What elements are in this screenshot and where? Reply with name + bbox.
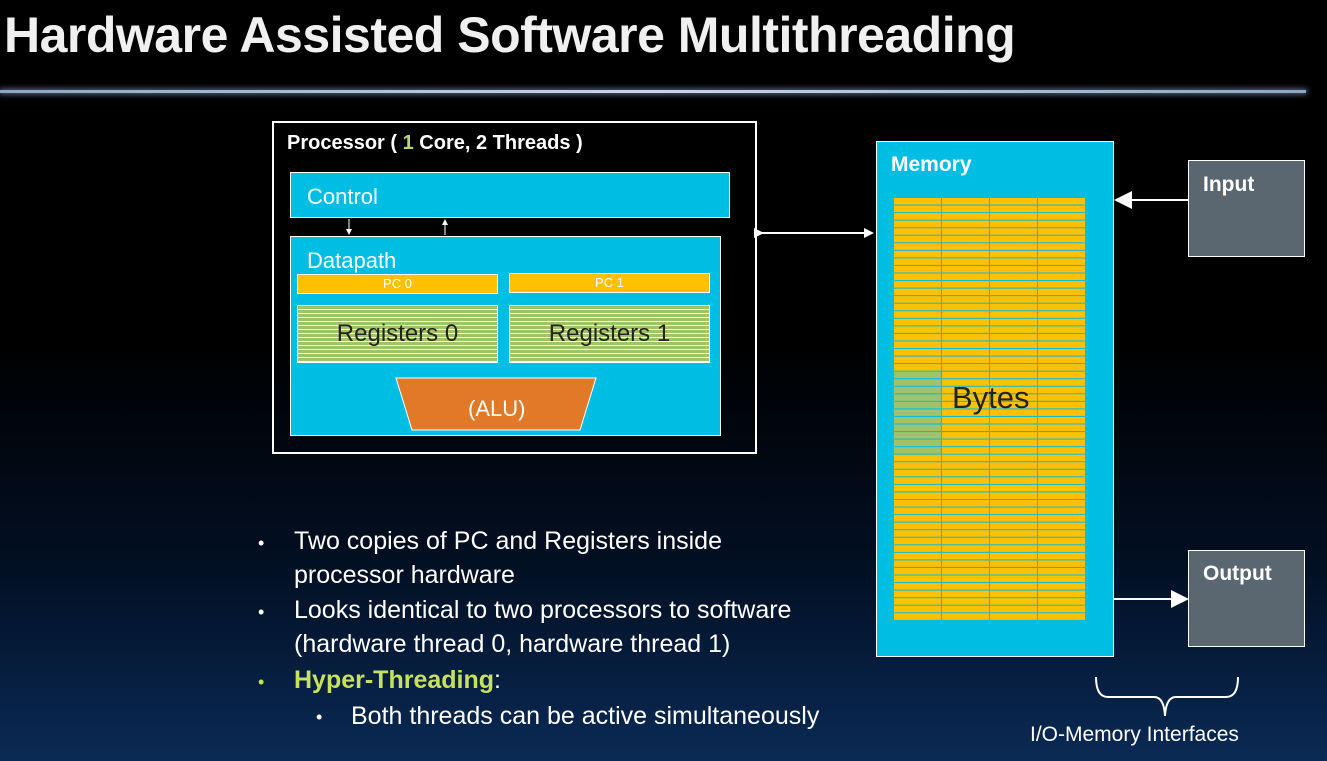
bullet-2: Looks identical to two processors to sof… <box>294 593 791 661</box>
processor-core-count: 1 <box>402 132 414 154</box>
bullet-marker-highlight: • <box>258 672 265 692</box>
bullet-marker: • <box>258 602 265 622</box>
processor-label-pre: Processor ( <box>287 132 403 154</box>
control-box <box>290 172 730 218</box>
bullet-3: Hyper-Threading: <box>294 663 501 697</box>
bullet-marker: • <box>258 533 265 553</box>
registers1-label: Registers 1 <box>548 320 671 347</box>
alu-label: (ALU) <box>468 396 526 421</box>
bytes-label: Bytes <box>952 380 1030 415</box>
sub-bullet-1: Both threads can be active simultaneousl… <box>351 702 820 730</box>
memory-label: Memory <box>891 153 972 176</box>
io-interfaces-label: I/O-Memory Interfaces <box>1030 723 1239 746</box>
bullet-1: Two copies of PC and Registers inside pr… <box>294 524 722 592</box>
input-box <box>1188 160 1305 257</box>
title-divider <box>0 90 1306 93</box>
bullet-3-suffix: : <box>494 666 501 694</box>
registers0-label: Registers 0 <box>336 320 459 347</box>
bullet-1-line1: Two copies of PC and Registers inside <box>294 527 722 555</box>
input-label: Input <box>1203 173 1255 196</box>
bullet-1-line2: processor hardware <box>294 561 515 589</box>
registers1-block: Registers 1 <box>509 305 710 363</box>
bullet-2-line1: Looks identical to two processors to sof… <box>294 596 792 624</box>
sub-bullet-marker: • <box>316 707 323 727</box>
io-interfaces-brace <box>1095 676 1239 717</box>
processor-label: Processor ( 1 Core, 2 Threads ) <box>287 132 583 155</box>
bullet-2-line2: (hardware thread 0, hardware thread 1) <box>294 630 731 658</box>
pc0-register: PC 0 <box>297 274 498 294</box>
processor-label-post: Core, 2 Threads ) <box>413 132 583 154</box>
processor-box <box>272 121 757 454</box>
pc1-register: PC 1 <box>509 273 710 293</box>
page-title: Hardware Assisted Software Multithreadin… <box>4 7 1016 63</box>
output-label: Output <box>1203 562 1272 585</box>
control-label: Control <box>307 184 378 209</box>
datapath-label: Datapath <box>307 248 397 273</box>
hyper-threading-term: Hyper-Threading <box>294 666 495 694</box>
registers0-block: Registers 0 <box>297 305 498 363</box>
